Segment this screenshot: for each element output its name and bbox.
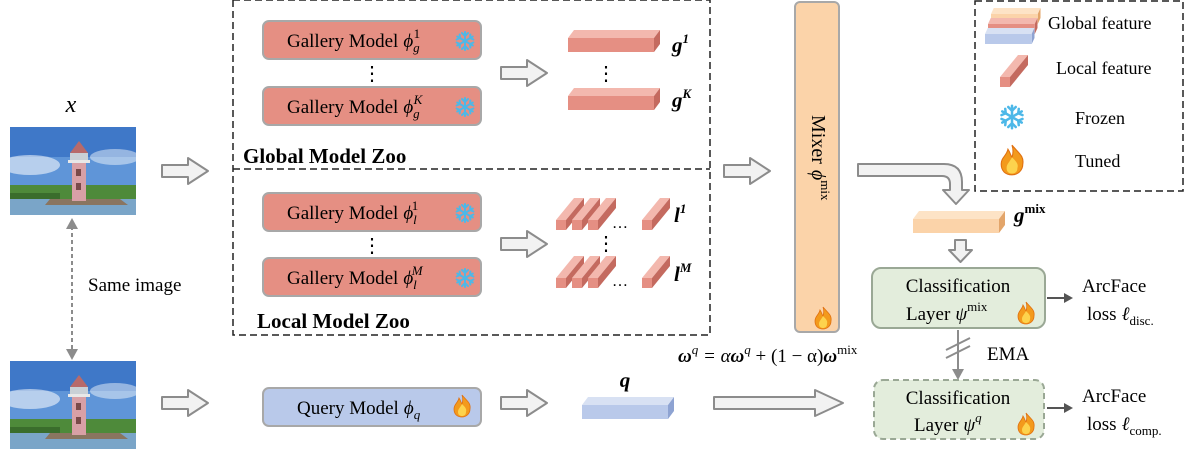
local-feature-dots: ⋮	[596, 233, 616, 255]
model-symbol: ϕ	[403, 31, 413, 52]
model-sub: g	[413, 106, 420, 121]
model-label: Gallery Model	[287, 268, 398, 289]
model-label: Gallery Model	[287, 97, 398, 118]
ema-arrow	[945, 330, 971, 380]
arcface-comp-line1: ArcFace	[1082, 386, 1146, 407]
input-image	[0, 127, 140, 215]
query-symbol: ϕ	[404, 398, 414, 419]
local-feature-hdots-1: …	[612, 215, 628, 232]
model-label: Gallery Model	[287, 31, 398, 52]
local-feature-m-label: lM	[674, 260, 692, 286]
cls-q-loss-arrow	[1047, 403, 1073, 413]
global-feature-dots: ⋮	[596, 63, 616, 85]
model-sub: l	[413, 277, 417, 292]
model-symbol: ϕ	[403, 97, 413, 118]
mix-feature	[913, 211, 1005, 233]
query-feature	[582, 397, 674, 419]
global-model-zoo-title: Global Model Zoo	[243, 144, 406, 168]
query-model-label: Query Model	[297, 398, 399, 419]
mixer-label: Mixerϕmix	[807, 115, 833, 201]
same-image-connector	[66, 218, 78, 360]
model-symbol: ϕ	[403, 268, 413, 289]
model-symbol: ϕ	[403, 203, 413, 224]
same-image-label: Same image	[88, 275, 181, 296]
mixer-output-arrow	[857, 163, 970, 205]
query-sub: q	[414, 407, 421, 422]
zoo-to-mixer-arrow	[723, 157, 771, 185]
local-feature-hdots-m: …	[612, 273, 628, 290]
legend-global-label: Global feature	[1048, 13, 1151, 33]
model-label: Gallery Model	[287, 203, 398, 224]
model-sup: K	[413, 92, 424, 107]
cls-q-line1: Classification	[906, 388, 1011, 409]
global-feature-1-label: g1	[671, 31, 689, 57]
local-models-dots: ⋮	[362, 235, 382, 257]
mix-feature-label: gmix	[1013, 201, 1046, 227]
legend-tuned-label: Tuned	[1075, 151, 1120, 171]
arcface-disc-line1: ArcFace	[1082, 276, 1146, 297]
input-to-zoo-arrow	[161, 157, 209, 185]
model-sub: l	[413, 212, 417, 227]
query-image	[0, 361, 140, 449]
global-zoo-arrow	[500, 59, 548, 87]
local-model-zoo-title: Local Model Zoo	[257, 309, 410, 333]
local-feature-1-label: l1	[674, 201, 686, 227]
cls-mix-line1: Classification	[906, 276, 1011, 297]
local-zoo-arrow	[500, 230, 548, 258]
legend-local-label: Local feature	[1056, 58, 1151, 78]
query-feature-to-cls-arrow	[713, 389, 844, 417]
mixer-block	[794, 1, 840, 333]
model-zoo-box	[232, 0, 711, 336]
query-feature-label: q	[620, 368, 631, 392]
query-input-arrow	[161, 389, 209, 417]
ema-equation: ωq = αωq + (1 − α)ωmix	[678, 342, 858, 367]
model-sup: 1	[412, 198, 419, 213]
global-feature-k-label: gK	[671, 86, 693, 112]
model-sub: g	[413, 40, 420, 55]
cls-mix-loss-arrow	[1047, 293, 1073, 303]
global-feature-k	[568, 88, 660, 110]
legend-frozen-label: Frozen	[1075, 108, 1125, 128]
query-to-feature-arrow	[500, 389, 548, 417]
mix-to-cls-arrow	[948, 239, 973, 263]
ema-label: EMA	[987, 344, 1030, 365]
global-feature-1	[568, 30, 660, 52]
global-models-dots: ⋮	[362, 63, 382, 85]
model-sup: M	[411, 263, 424, 278]
model-sup: 1	[414, 26, 421, 41]
input-x-label: x	[65, 92, 77, 118]
legend-global-icon	[985, 8, 1041, 44]
